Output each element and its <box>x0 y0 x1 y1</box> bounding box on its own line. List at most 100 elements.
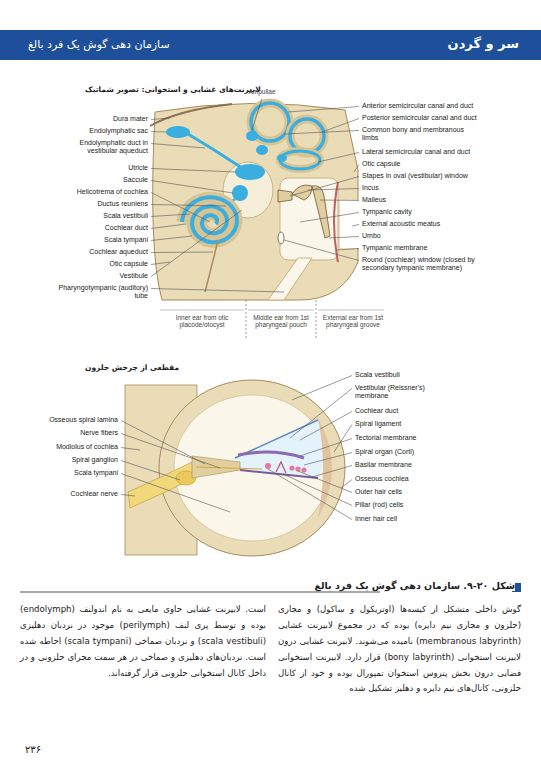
part-label: Inner hair cell <box>355 515 525 523</box>
part-label: Malleus <box>362 196 532 204</box>
utricle <box>235 164 265 180</box>
part-label: Scala vestibuli <box>38 212 148 220</box>
outer-hair-cell <box>295 466 300 471</box>
leader-line <box>151 214 190 217</box>
leader-line <box>320 200 359 202</box>
outer-hair-cell <box>289 465 294 470</box>
body-text: گوش داخلی متشکل از کیسه‌ها (اوتریکول و س… <box>278 602 521 697</box>
leader-line <box>304 453 352 466</box>
leader-line <box>288 107 359 113</box>
leader-line <box>308 189 359 191</box>
part-label: Anterior semicircular canal and duct <box>362 102 532 110</box>
part-label: Otic capsule <box>362 160 532 168</box>
part-label: Vestibular (Reissner's) membrane <box>355 384 445 400</box>
scala-space <box>174 395 330 541</box>
ampulla <box>256 145 268 155</box>
header-text: سازمان دهی گوش یک فرد بالغ <box>28 38 170 51</box>
leader-line <box>292 376 352 401</box>
leader-line <box>121 495 135 497</box>
part-label: Tectorial membrane <box>355 434 525 442</box>
part-label: Middle ear from 1st pharyngeal pouch <box>248 314 314 329</box>
part-label: Osseous spiral lamina <box>28 416 118 424</box>
part-label: Scala tympani <box>38 236 148 244</box>
part-label: Spiral organ (Corti) <box>355 448 525 456</box>
part-label: Scala tympani <box>28 469 118 477</box>
page-number: ۲۳۶ <box>25 744 41 755</box>
part-label: Outer hair cells <box>355 488 525 496</box>
tectorial-membrane <box>238 452 304 458</box>
part-label: Spiral ligament <box>355 420 525 428</box>
part-label: Scala vestibuli <box>355 371 525 379</box>
cochlear-duct-space <box>235 420 325 478</box>
part-label: Nerve fibers <box>28 429 118 437</box>
part-label: Stapes in oval (vestibular) window <box>362 172 532 180</box>
part-label: Cochlear duct <box>355 407 525 415</box>
part-label: Posterior semicircular canal and duct <box>362 114 532 122</box>
part-label: Endolymphatic duct in vestibular aqueduc… <box>52 139 148 155</box>
leader-line <box>121 474 230 513</box>
leader-line <box>151 289 284 293</box>
leader-line <box>300 412 352 441</box>
ampulla <box>277 154 287 162</box>
leader-line <box>151 193 210 223</box>
part-label: Utricle <box>38 164 148 172</box>
leader-line <box>283 474 352 506</box>
leader-line <box>312 466 352 478</box>
leader-line <box>298 471 352 493</box>
part-label: Otic capsule <box>38 260 148 268</box>
leader-line <box>151 252 213 254</box>
part-label: Cochlear aqueduct <box>38 248 148 256</box>
leader-line <box>151 224 186 229</box>
figure-caption: شکل ۲۰-۹. سازمان دهی گوش یک فرد بالغ <box>308 580 515 591</box>
part-label: Basilar membrane <box>355 461 525 469</box>
leader-line <box>121 421 205 465</box>
part-label: Common bony and membranous limbs <box>362 126 480 142</box>
part-label: Spiral ganglion <box>28 456 118 464</box>
part-label: Osseous cochlea <box>355 475 525 483</box>
leader-line <box>151 118 170 120</box>
leader-line <box>268 469 352 520</box>
leader-line <box>121 434 220 469</box>
cochlear-aqueduct <box>205 240 218 292</box>
part-label: Incus <box>362 184 532 192</box>
part-label: Vestibule <box>38 272 148 280</box>
inner-hair-cell <box>265 463 271 469</box>
header-band: سر و گردن سازمان دهی گوش یک فرد بالغ <box>0 30 541 60</box>
part-label: Ampullae <box>232 88 292 95</box>
leader-line <box>284 240 359 261</box>
leader-line <box>284 131 359 135</box>
endolymphatic-duct <box>188 134 242 168</box>
leader-line <box>121 448 140 451</box>
part-label: Helicotrema of cochlea <box>38 188 148 196</box>
dura-mater <box>150 104 232 126</box>
caption-rule <box>20 592 380 593</box>
header-text: سر و گردن <box>448 36 519 51</box>
leader-line <box>151 262 170 265</box>
body-text: است. لابیرنت غشایی حاوی مایعی به نام اند… <box>20 602 266 681</box>
leader-line <box>252 98 262 130</box>
tympanic-cavity <box>280 178 338 260</box>
leader-line <box>300 439 352 457</box>
part-label: Tympanic membrane <box>362 244 532 252</box>
endolymphatic-sac <box>166 126 190 138</box>
part-label: Endolymphatic sac <box>38 127 148 135</box>
leader-line <box>151 181 233 194</box>
external-acoustic-meatus <box>340 200 360 248</box>
part-label: Inner ear from otic placode/otocyst <box>160 314 244 329</box>
cochlea-section <box>125 380 345 556</box>
pharyngotympanic-tube <box>268 258 312 300</box>
leader-line <box>334 425 352 453</box>
part-label: Cochlear nerve <box>28 490 118 498</box>
stapes <box>278 190 292 202</box>
leader-line <box>352 225 359 227</box>
leader-line <box>322 119 359 133</box>
leader-line <box>300 213 359 223</box>
figure-subtitle: لابیرنت‌های غشایی و استخوانی: تصویر شمات… <box>85 86 261 95</box>
pillar-cells <box>276 462 286 473</box>
labyrinth-figure <box>150 103 384 338</box>
leader-line <box>354 165 359 173</box>
part-label: Modiolus of cochlea <box>28 443 118 451</box>
leader-line <box>151 169 236 173</box>
